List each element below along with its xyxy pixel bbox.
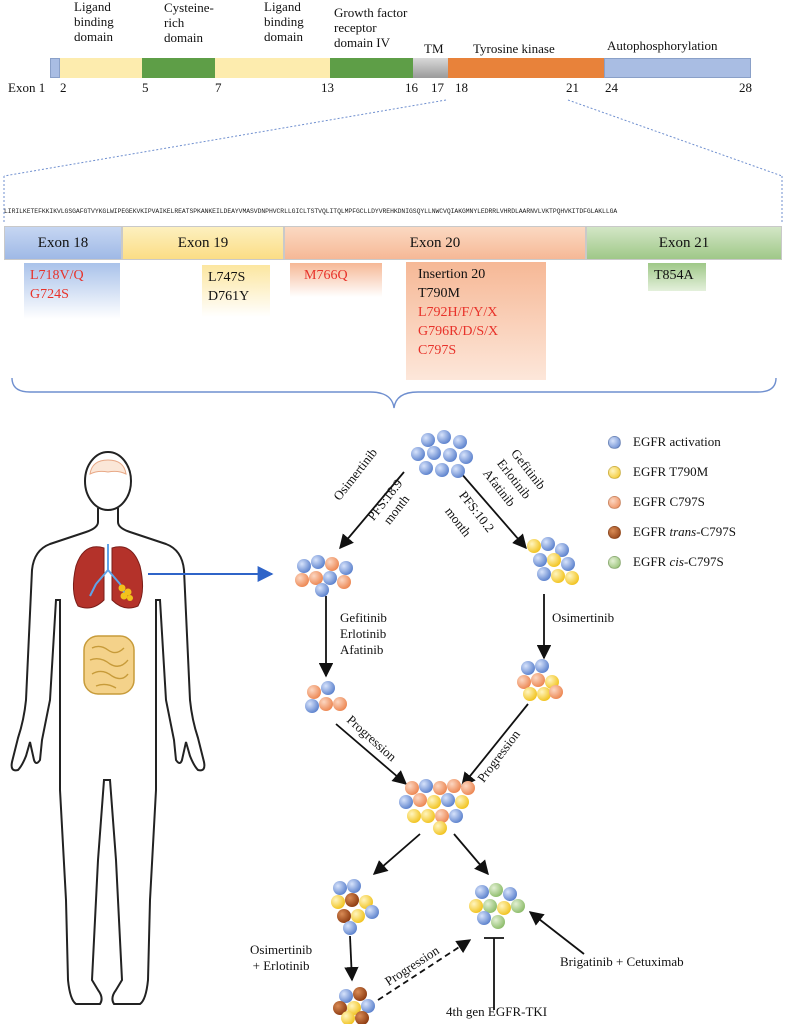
zoom-guides [3,99,783,409]
cell-cluster-osimertinib [295,555,353,597]
exon-header-20: Exon 20 [284,226,586,260]
exon-number: Exon 1 [8,80,46,95]
legend-label: EGFR trans-C797S [633,524,736,539]
mutation-box-exon18: L718V/Q G724S [24,263,120,319]
domain-label-cysteine: Cysteine- rich domain [164,0,214,45]
label-osimertinib-right: Osimertinib [552,610,615,625]
mutation-item: T790M [418,286,460,301]
exon-header-18: Exon 18 [4,226,122,260]
legend-dot [608,555,621,569]
domain-segment-cysteine [142,58,215,78]
legend-item: EGFR activation [608,434,721,450]
legend-item: EGFR T790M [608,464,708,480]
cell-cluster-progression [399,779,475,835]
mutation-item: G796R/D/S/X [418,324,499,339]
domain-segment-autophosphorylation [604,58,751,78]
domain-label-growth-factor: Growth factor receptor domain IV [334,5,408,50]
legend-label: EGFR T790M [633,464,709,479]
mutation-box-exon21: T854A [648,263,706,291]
label-fourth-gen: 4th gen EGFR-TKI [446,1004,548,1019]
legend-dot [608,525,621,539]
domain-label-ligand2: Ligand binding domain [264,0,304,44]
cell-cluster-final [333,987,375,1024]
cell-cluster-cis [469,883,525,929]
drug-name: Gefitinib [340,610,387,625]
drug-name: + Erlotinib [252,958,310,973]
exon-number: 5 [142,80,149,95]
label-osi-erlo: Osimertinib + Erlotinib [250,942,312,974]
drug-name: Osimertinib [250,942,313,957]
domain-label-autophosphorylation: Autophosphorylation [607,38,718,53]
mutation-item: D761Y [208,289,250,304]
legend-dot [608,435,621,449]
domain-segment-tyrosine-kinase [448,58,604,78]
legend-dot [608,465,621,479]
domain-label-ligand1: Ligand binding domain [74,0,114,44]
drug-name: Erlotinib [340,626,387,641]
intestines-icon [83,635,135,695]
flow-diagram [10,430,585,1024]
mutation-item: L747S [208,270,246,285]
mutation-item: Insertion 20 [418,267,486,282]
mutation-item: M766Q [304,268,348,283]
cell-cluster-trans [331,879,379,935]
flow-arrows [318,471,585,1010]
legend-item: EGFR C797S [608,494,705,510]
exon-number: 28 [739,80,752,95]
mutation-box-exon20a: M766Q [290,263,382,297]
protein-sequence: LIRILKETEFKKIKVLGSGAFGTVYKGLWIPEGEKVKIPV… [4,208,618,215]
legend-label: EGFR C797S [633,494,705,509]
mutation-box-exon20b: Insertion 20 T790M L792H/F/Y/X G796R/D/S… [406,262,546,380]
lungs-icon [72,544,144,609]
legend-label: EGFR cis-C797S [633,554,724,569]
domain-segment-ligand1 [60,58,142,78]
exon-number: 17 [431,80,444,95]
mutation-item: L718V/Q [30,268,84,283]
mutation-item: T854A [654,268,694,283]
exon-number: 16 [405,80,418,95]
human-body-icon [10,451,206,1005]
domain-segment-growth-factor [330,58,413,78]
mutation-item: G724S [30,287,69,302]
domain-label-tyrosine-kinase: Tyrosine kinase [473,41,555,56]
domain-label-tm: TM [424,41,444,56]
domain-segment-tm [413,58,448,78]
brain-icon [89,459,127,475]
drug-name: Afatinib [340,642,384,657]
exon-number: 13 [321,80,334,95]
mutation-box-exon19: L747S D761Y [202,265,270,317]
cell-cluster-left-mid [305,681,347,713]
exon-number: 21 [566,80,579,95]
domain-segment-exon1 [50,58,60,78]
cell-cluster-right-mid [517,659,563,701]
legend-dot [608,495,621,509]
mutation-item: C797S [418,343,457,358]
legend-label: EGFR activation [633,434,721,449]
label-second-line-left: Gefitinib Erlotinib Afatinib [340,610,387,658]
exon-number: 18 [455,80,468,95]
exon-header-19: Exon 19 [122,226,284,260]
cell-cluster-initial [411,430,473,478]
exon-number: 7 [215,80,222,95]
label-brigatinib: Brigatinib + Cetuximab [560,954,684,969]
exon-header-21: Exon 21 [586,226,782,260]
mutation-item: L792H/F/Y/X [418,305,498,320]
legend-item: EGFR trans-C797S [608,524,736,540]
legend-item: EGFR cis-C797S [608,554,724,570]
cell-cluster-first-gen [527,537,579,585]
exon-number: 2 [60,80,67,95]
domain-segment-ligand2 [215,58,330,78]
exon-number: 24 [605,80,618,95]
domain-bar [50,58,751,78]
